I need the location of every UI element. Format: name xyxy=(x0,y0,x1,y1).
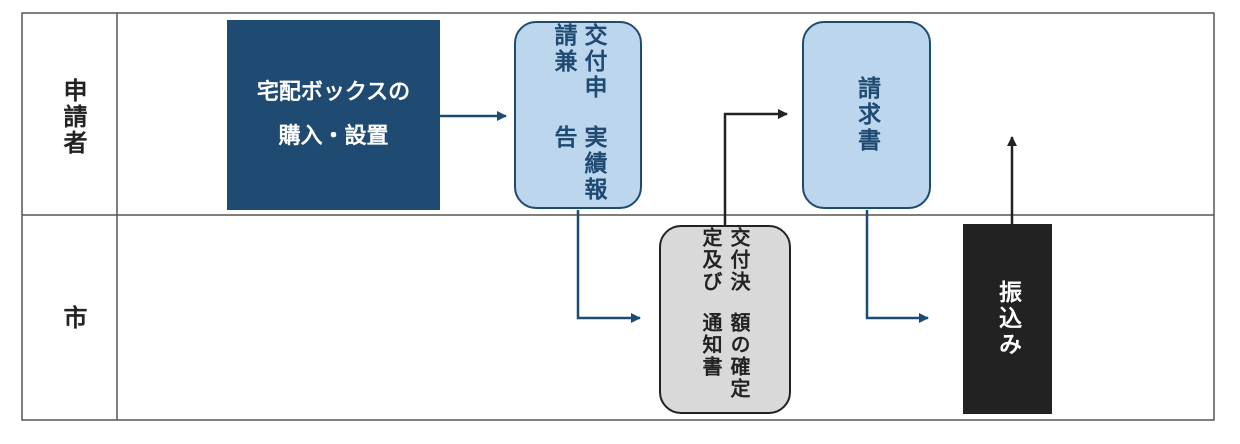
application-box-line2: 実績報告 xyxy=(550,125,606,204)
lane-label-city: 市 xyxy=(59,305,87,331)
lane-label-applicant: 申請者 xyxy=(59,78,87,156)
transfer-box-text: 振込み xyxy=(994,280,1021,358)
transfer-box: 振込み xyxy=(963,224,1052,414)
invoice-box-text: 請求書 xyxy=(853,76,880,154)
decision-box-line2: 額の確定通知書 xyxy=(699,312,751,401)
arrow-decision-to-invoice xyxy=(723,109,788,225)
decision-box-line1: 交付決定及び xyxy=(699,227,751,293)
install-box-line2: 購入・設置 xyxy=(278,124,389,149)
arrow-invoice-to-transfer xyxy=(865,210,929,323)
lane-frame xyxy=(21,12,1215,421)
invoice-box: 請求書 xyxy=(802,21,931,209)
application-box-line1: 交付申請兼 xyxy=(550,23,606,101)
application-box-text: 交付申請兼 実績報告 xyxy=(548,23,608,207)
arrow-application-to-decision xyxy=(576,210,641,323)
install-box-line1: 宅配ボックスの xyxy=(256,80,411,105)
decision-box: 交付決定及び 額の確定通知書 xyxy=(659,225,791,414)
decision-box-text: 交付決定及び 額の確定通知書 xyxy=(697,227,753,412)
application-box: 交付申請兼 実績報告 xyxy=(514,21,642,209)
install-box: 宅配ボックスの 購入・設置 xyxy=(227,20,440,210)
